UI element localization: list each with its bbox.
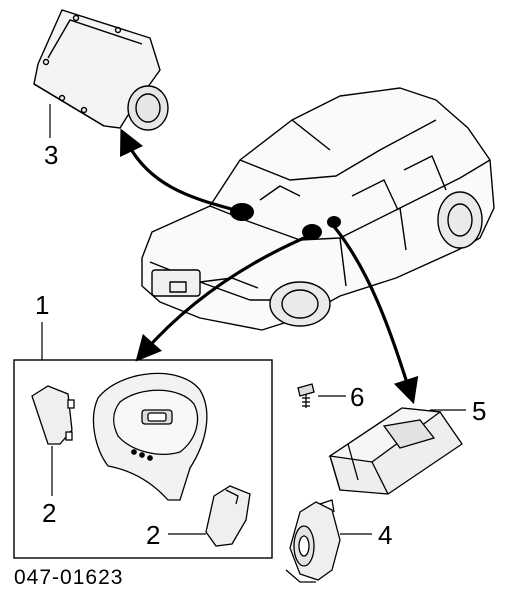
car-outline bbox=[141, 87, 495, 331]
dash-airbag-location bbox=[230, 203, 254, 221]
diagram-code: 047-01623 bbox=[14, 566, 124, 589]
callout-3: 3 bbox=[44, 140, 59, 170]
arrow-to-steering-wheel bbox=[135, 230, 319, 362]
steering-airbag-location bbox=[302, 224, 322, 240]
trim-cover-right bbox=[205, 485, 251, 547]
callout-2-right: 2 bbox=[146, 520, 161, 550]
screw bbox=[297, 383, 315, 408]
steering-wheel-airbag bbox=[92, 372, 208, 501]
callout-6: 6 bbox=[350, 382, 365, 412]
clock-spring bbox=[285, 499, 341, 583]
callout-5: 5 bbox=[472, 396, 487, 426]
module-location bbox=[327, 216, 341, 228]
passenger-airbag-module bbox=[33, 9, 169, 131]
arrow-to-part-3 bbox=[120, 128, 243, 214]
control-module bbox=[328, 407, 463, 495]
callout-1: 1 bbox=[35, 290, 50, 320]
arrow-to-part-5 bbox=[330, 222, 419, 405]
steering-wheel-group-box bbox=[13, 359, 273, 559]
trim-cover-left bbox=[31, 385, 75, 445]
callout-4: 4 bbox=[378, 520, 393, 550]
connection-arrows bbox=[120, 128, 419, 405]
callout-2-left: 2 bbox=[42, 498, 57, 528]
